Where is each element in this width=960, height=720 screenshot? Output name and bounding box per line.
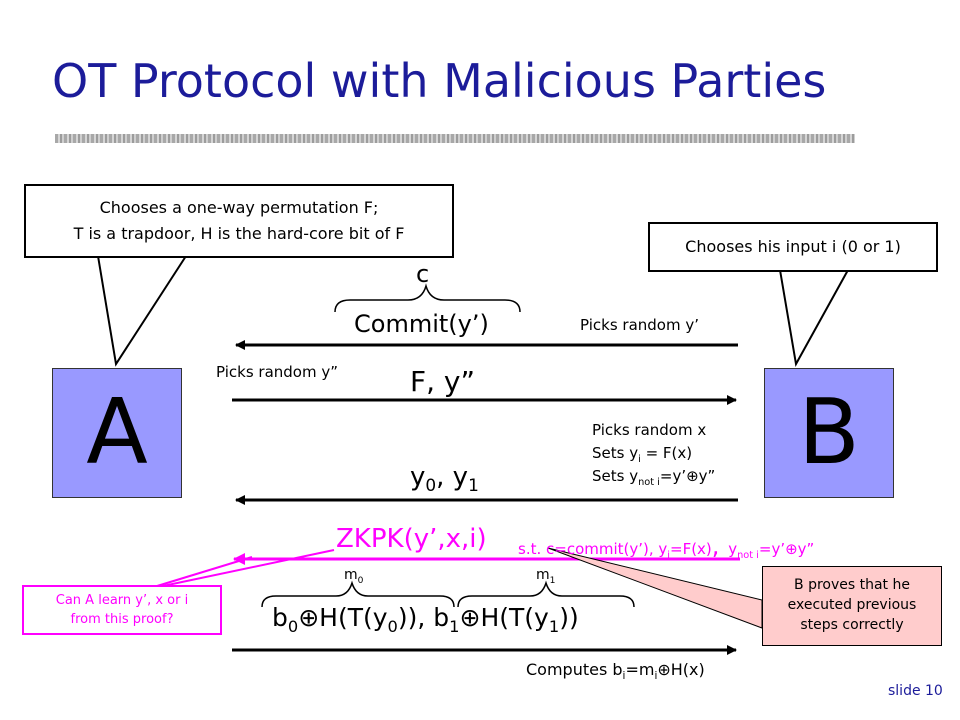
xor-symbol: ⊕ bbox=[686, 467, 699, 485]
callout-a: Chooses a one-way permutation F; T is a … bbox=[24, 184, 454, 258]
pink-pointer-1 bbox=[143, 549, 335, 591]
c-label: c bbox=[416, 260, 430, 288]
question-note: Can A learn y’, x or i from this proof? bbox=[22, 585, 222, 635]
pink-pointer-2 bbox=[143, 556, 253, 591]
party-a: A bbox=[52, 368, 182, 498]
callout-a-tail bbox=[97, 255, 187, 367]
m1-label: m1 bbox=[536, 567, 556, 586]
brace-commit bbox=[334, 283, 521, 313]
xor-symbol: ⊕ bbox=[785, 540, 798, 558]
sets-ynoti: Sets ynot i=y’⊕y” bbox=[592, 467, 716, 488]
party-b: B bbox=[764, 368, 894, 498]
proof-note: B proves that he executed previous steps… bbox=[762, 566, 942, 646]
zkpk-label: ZKPK(y’,x,i) bbox=[336, 524, 487, 554]
callout-b: Chooses his input i (0 or 1) bbox=[648, 222, 938, 272]
xor-symbol: ⊕ bbox=[657, 660, 671, 679]
page-title: OT Protocol with Malicious Parties bbox=[52, 54, 827, 108]
callout-b-text: Chooses his input i (0 or 1) bbox=[685, 237, 901, 256]
xor-symbol: ⊕ bbox=[298, 603, 320, 632]
m0-label: m0 bbox=[344, 567, 364, 586]
callout-b-tail bbox=[779, 269, 849, 367]
picks-y-dprime: Picks random y” bbox=[216, 363, 338, 381]
brace-m1 bbox=[457, 580, 635, 608]
such-that-condition: s.t. c=commit(y’), yi=F(x), ynot i=y’⊕y” bbox=[518, 532, 815, 561]
sets-yi: Sets yi = F(x) bbox=[592, 444, 693, 465]
commit-label: Commit(y’) bbox=[354, 310, 489, 338]
title-divider bbox=[55, 134, 855, 143]
xor-symbol: ⊕ bbox=[459, 603, 481, 632]
picks-x: Picks random x bbox=[592, 421, 707, 439]
brace-m0 bbox=[261, 580, 455, 608]
computes-label: Computes bi=mi⊕H(x) bbox=[526, 660, 705, 683]
picks-y-prime: Picks random y’ bbox=[580, 316, 699, 334]
callout-a-line2: T is a trapdoor, H is the hard-core bit … bbox=[73, 224, 405, 243]
y0-y1-label: y0, y1 bbox=[410, 462, 479, 496]
final-message: b0⊕H(T(y0)), b1⊕H(T(y1)) bbox=[272, 603, 579, 636]
slide-number: slide 10 bbox=[888, 683, 943, 699]
callout-a-line1: Chooses a one-way permutation F; bbox=[99, 198, 379, 217]
f-y-label: F, y” bbox=[410, 365, 475, 398]
